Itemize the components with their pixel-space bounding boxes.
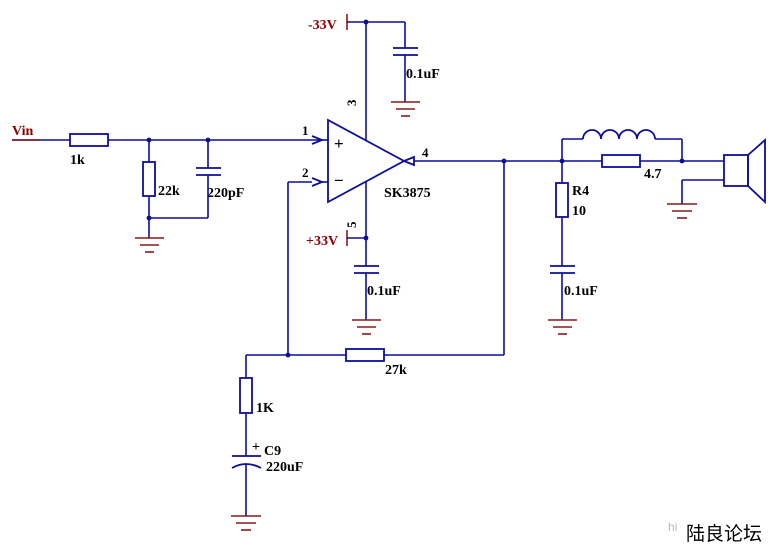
input-section: Vin 1k 22k 220pF [12, 124, 322, 253]
output-resistor-label: 4.7 [644, 167, 662, 182]
positive-supply-label: +33V [306, 234, 338, 249]
input-capacitor-label: 220pF [207, 186, 244, 201]
positive-supply: +33V 0.1uF [306, 230, 401, 335]
supply-capacitor-neg-label: 0.1uF [406, 67, 440, 82]
feedback-resistor-label: 27k [385, 363, 407, 378]
ground-symbol-pos [352, 319, 381, 335]
electrolytic-capacitor-polarity: + [252, 440, 260, 455]
power-amplifier: + − SK3875 1 2 3 4 5 [302, 22, 431, 238]
ground-symbol-input [135, 237, 164, 253]
pin-2-label: 2 [302, 165, 309, 180]
feedback-network: 27k 1K + C9 220uF [231, 158, 562, 531]
pin-1-label: 1 [302, 123, 309, 138]
input-resistor-label: 1k [70, 153, 85, 168]
junction-dot [205, 137, 211, 143]
zobel-resistor-value: 10 [572, 204, 586, 219]
junction-dot [285, 352, 291, 358]
junction-dot [679, 158, 685, 164]
electrolytic-capacitor-value: 220uF [266, 460, 303, 475]
output-section: 4.7 R4 10 0.1uF [548, 129, 766, 335]
junction-dot [146, 137, 152, 143]
input-resistor [69, 133, 109, 147]
ground-leg-resistor [239, 377, 253, 414]
ground-symbol-feedback [231, 515, 261, 531]
ground-symbol-speaker [667, 203, 697, 219]
ground-symbol-neg [391, 101, 420, 117]
forum-watermark: hi 陆良论坛 [668, 520, 762, 545]
pin-3-label: 3 [344, 99, 359, 106]
ground-symbol-zobel [548, 319, 577, 335]
output-resistor [601, 154, 641, 168]
opamp-plus-sign: + [334, 134, 344, 153]
electrolytic-capacitor-ref: C9 [264, 444, 281, 459]
junction-dot [363, 19, 369, 25]
speaker-icon [723, 138, 766, 205]
bias-resistor [142, 161, 156, 197]
junction-dot [501, 158, 507, 164]
bias-resistor-label: 22k [158, 184, 180, 199]
watermark-latin: hi [668, 520, 677, 534]
junction-dot [146, 215, 152, 221]
watermark-text: 陆良论坛 [686, 523, 762, 545]
output-inductor [582, 129, 656, 140]
zobel-capacitor-label: 0.1uF [564, 284, 598, 299]
zobel-resistor-ref: R4 [572, 184, 589, 199]
ground-leg-resistor-label: 1K [256, 401, 274, 416]
negative-supply-label: -33V [308, 18, 337, 33]
supply-capacitor-pos-label: 0.1uF [367, 284, 401, 299]
feedback-resistor [345, 348, 385, 362]
amplifier-label: SK3875 [384, 186, 431, 201]
pin-5-label: 5 [344, 221, 359, 228]
zobel-resistor [555, 182, 569, 218]
opamp-minus-sign: − [334, 171, 344, 190]
pin-4-label: 4 [422, 145, 429, 160]
vin-label: Vin [12, 124, 33, 139]
negative-supply: -33V 0.1uF [308, 14, 440, 117]
